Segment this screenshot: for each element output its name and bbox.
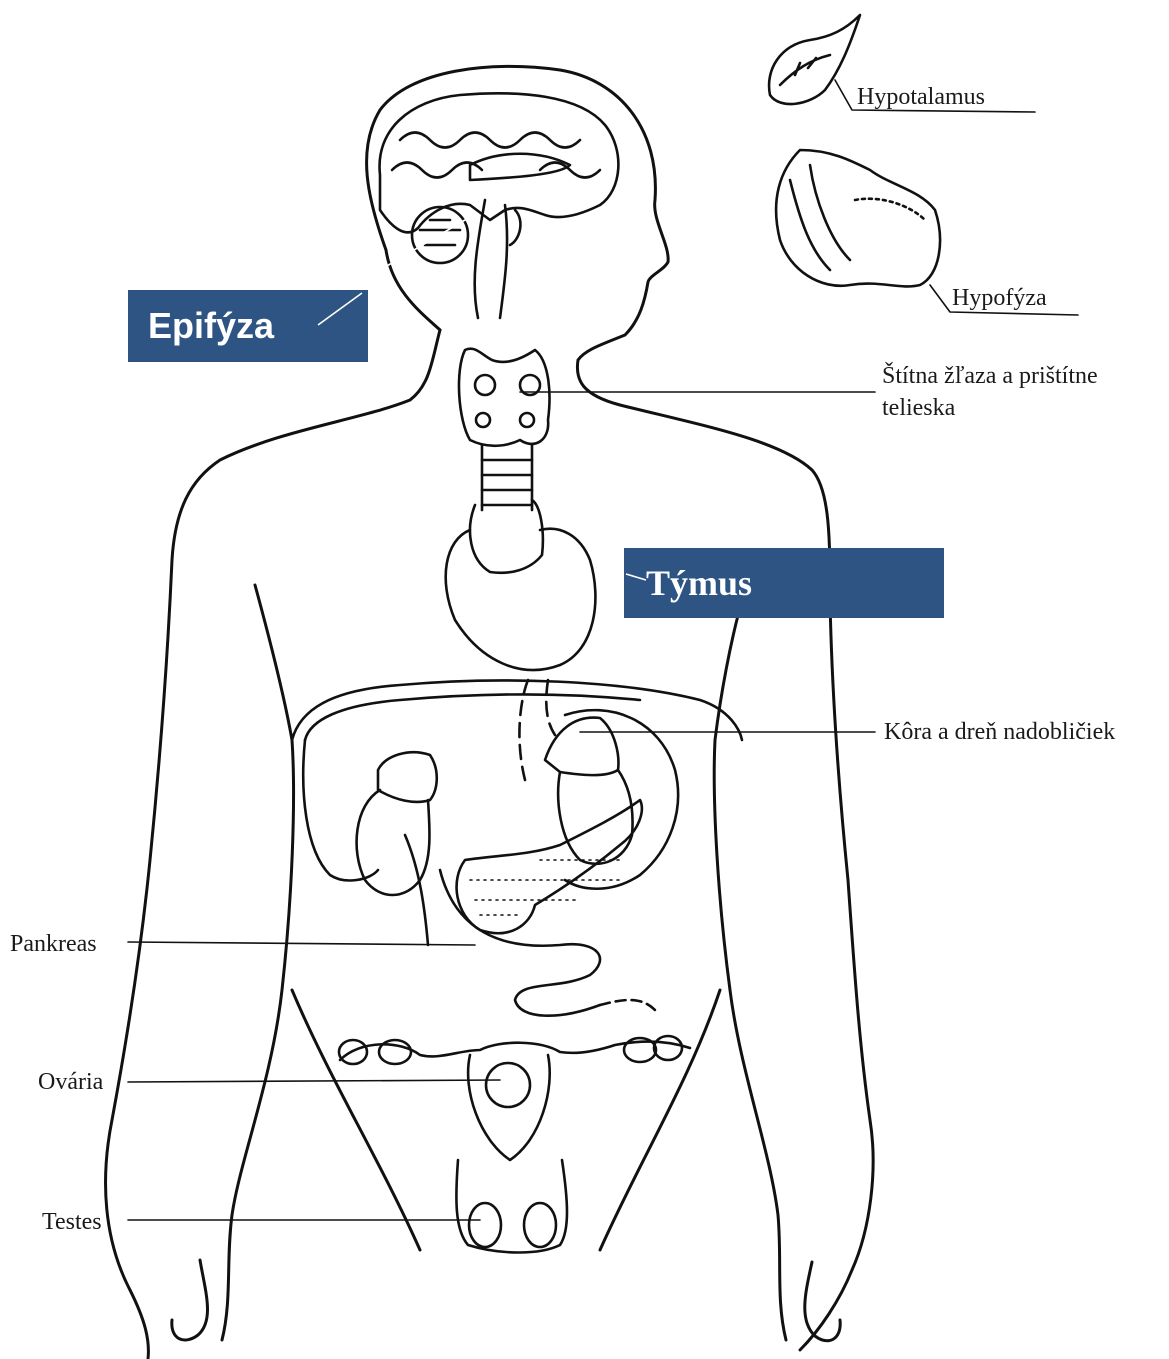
label-testes: Testes: [42, 1210, 102, 1234]
label-hypofyza: Hypofýza: [952, 286, 1047, 310]
callout-tymus-text: Týmus: [646, 562, 752, 604]
hand-left: [172, 1260, 208, 1340]
callout-tymus: Týmus: [624, 548, 944, 618]
label-kora: Kôra a dreň nadobličiek: [884, 720, 1115, 744]
intestine: [440, 870, 600, 1016]
intestine-dashed: [600, 1000, 655, 1010]
pancreas-drawing: [457, 800, 642, 933]
leader-pankreas: [128, 942, 475, 945]
hypothalamus-drawing: [769, 15, 860, 104]
arm-inner-right: [714, 590, 786, 1340]
leader-ovaria: [128, 1080, 500, 1082]
label-pankreas: Pankreas: [10, 932, 97, 956]
right-adrenal-kidney: [545, 718, 633, 864]
brain: [380, 93, 619, 318]
hand-right: [805, 1262, 840, 1341]
uterus-ovaries: [339, 1036, 690, 1160]
body-outline-left-arm: [106, 330, 440, 1359]
abdominal-cavity: [292, 680, 742, 740]
thymus-outline: [446, 529, 596, 670]
left-adrenal-kidney: [357, 752, 437, 945]
hip-lines: [292, 990, 720, 1250]
label-stitna-line1: Štítna žľaza a prištítne: [882, 364, 1098, 388]
label-ovaria: Ovária: [38, 1070, 103, 1094]
hypophysis-drawing: [776, 150, 940, 286]
body-outline-left: [367, 66, 874, 1350]
testes-drawing: [456, 1160, 567, 1253]
left-kidney-cavity: [303, 740, 378, 880]
callout-epifyza: Epifýza: [128, 290, 368, 362]
arm-inner-left: [222, 585, 294, 1340]
label-stitna-line2: telieska: [882, 396, 955, 420]
thyroid-drawing: [459, 349, 550, 573]
callout-epifyza-text: Epifýza: [148, 305, 274, 347]
label-hypotalamus: Hypotalamus: [857, 85, 985, 109]
